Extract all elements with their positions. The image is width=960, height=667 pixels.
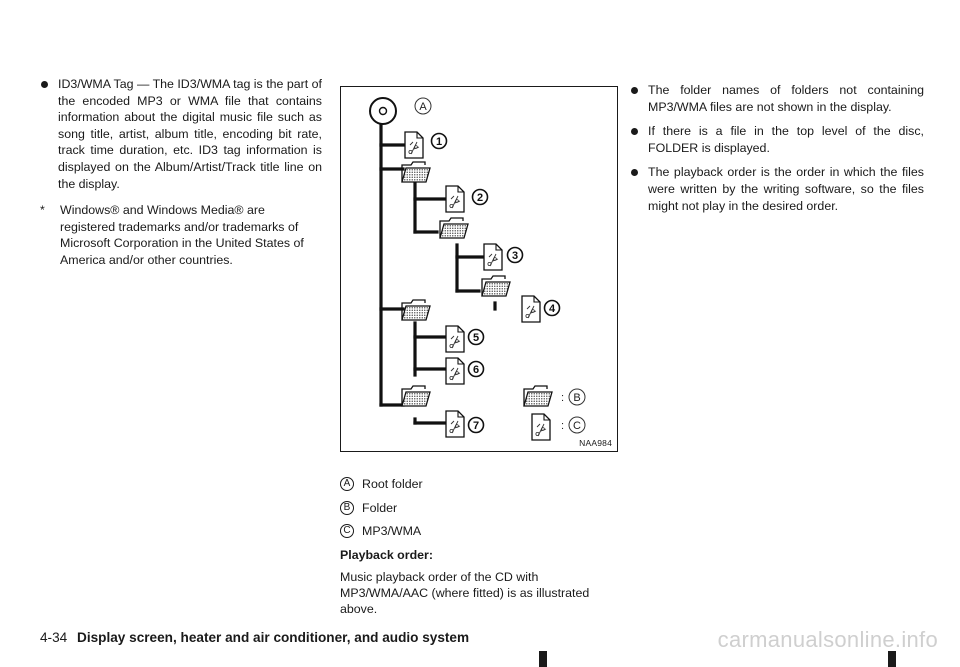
legend-key: B xyxy=(340,500,354,515)
watermark: carmanualsonline.info xyxy=(717,627,938,652)
file-icon xyxy=(483,243,503,271)
folder-icon xyxy=(481,275,511,297)
footnote-text: Windows® and Windows Media® are register… xyxy=(60,203,304,267)
folder-icon xyxy=(401,299,431,321)
track-number: 1 xyxy=(436,136,442,148)
track-number: 4 xyxy=(549,303,556,315)
file-legend-icon xyxy=(531,413,551,441)
file-label: C xyxy=(573,420,581,432)
legend-item: B Folder xyxy=(340,500,622,516)
root-disc-icon: A xyxy=(369,97,432,125)
legend-label: MP3/WMA xyxy=(362,524,422,538)
file-icon xyxy=(445,185,465,213)
legend-label: Root folder xyxy=(362,477,423,491)
svg-text::: : xyxy=(561,420,564,432)
page-number: 4-34 xyxy=(40,630,68,645)
track-number: 7 xyxy=(473,420,479,432)
folder-icon xyxy=(401,161,431,183)
legend-label: Folder xyxy=(362,500,398,515)
id3-tag-bullet: ID3/WMA Tag — The ID3/WMA tag is the par… xyxy=(40,76,322,192)
folder-icon xyxy=(401,385,431,407)
file-icon xyxy=(404,131,424,159)
figure-legend: A Root folder B Folder C MP3/WMA Playbac… xyxy=(340,476,622,617)
page-footer: 4-34 Display screen, heater and air cond… xyxy=(40,630,469,645)
file-icon xyxy=(445,410,465,438)
legend-item: C MP3/WMA xyxy=(340,523,622,539)
track-number: 2 xyxy=(477,192,483,204)
root-label: A xyxy=(419,101,427,113)
folder-icon xyxy=(439,217,469,239)
legend-item: A Root folder xyxy=(340,476,622,492)
track-number: 6 xyxy=(473,364,479,376)
left-column: ID3/WMA Tag — The ID3/WMA tag is the par… xyxy=(40,76,322,269)
legend-key: C xyxy=(340,524,354,538)
folder-legend-icon xyxy=(523,385,553,407)
figure-code: NAA984 xyxy=(579,438,612,448)
folder-names-bullet: The folder names of folders not containi… xyxy=(630,82,924,115)
section-title: Display screen, heater and air condition… xyxy=(77,630,470,645)
playback-text: Music playback order of the CD with MP3/… xyxy=(340,569,590,616)
playback-order-bullet: The playback order is the order in which… xyxy=(630,164,924,214)
trademark-footnote: * Windows® and Windows Media® are regist… xyxy=(40,202,322,268)
track-number: 3 xyxy=(512,250,518,262)
folder-tree-figure: A : : B C 1 2 3 4 xyxy=(340,86,618,452)
legend-key: A xyxy=(340,477,354,491)
file-icon xyxy=(445,325,465,353)
playback-heading: Playback order: xyxy=(340,547,433,562)
folder-label: B xyxy=(573,392,580,404)
folder-tree-diagram: A : : B C 1 2 3 4 xyxy=(369,97,586,441)
track-number: 5 xyxy=(473,332,479,344)
file-icon xyxy=(445,357,465,385)
top-level-file-bullet: If there is a file in the top level of t… xyxy=(630,123,924,156)
crop-mark xyxy=(539,651,547,667)
footnote-symbol: * xyxy=(40,203,45,218)
right-column: The folder names of folders not containi… xyxy=(630,82,924,222)
svg-text::: : xyxy=(561,392,564,404)
crop-mark xyxy=(888,651,896,667)
file-icon xyxy=(521,295,541,323)
